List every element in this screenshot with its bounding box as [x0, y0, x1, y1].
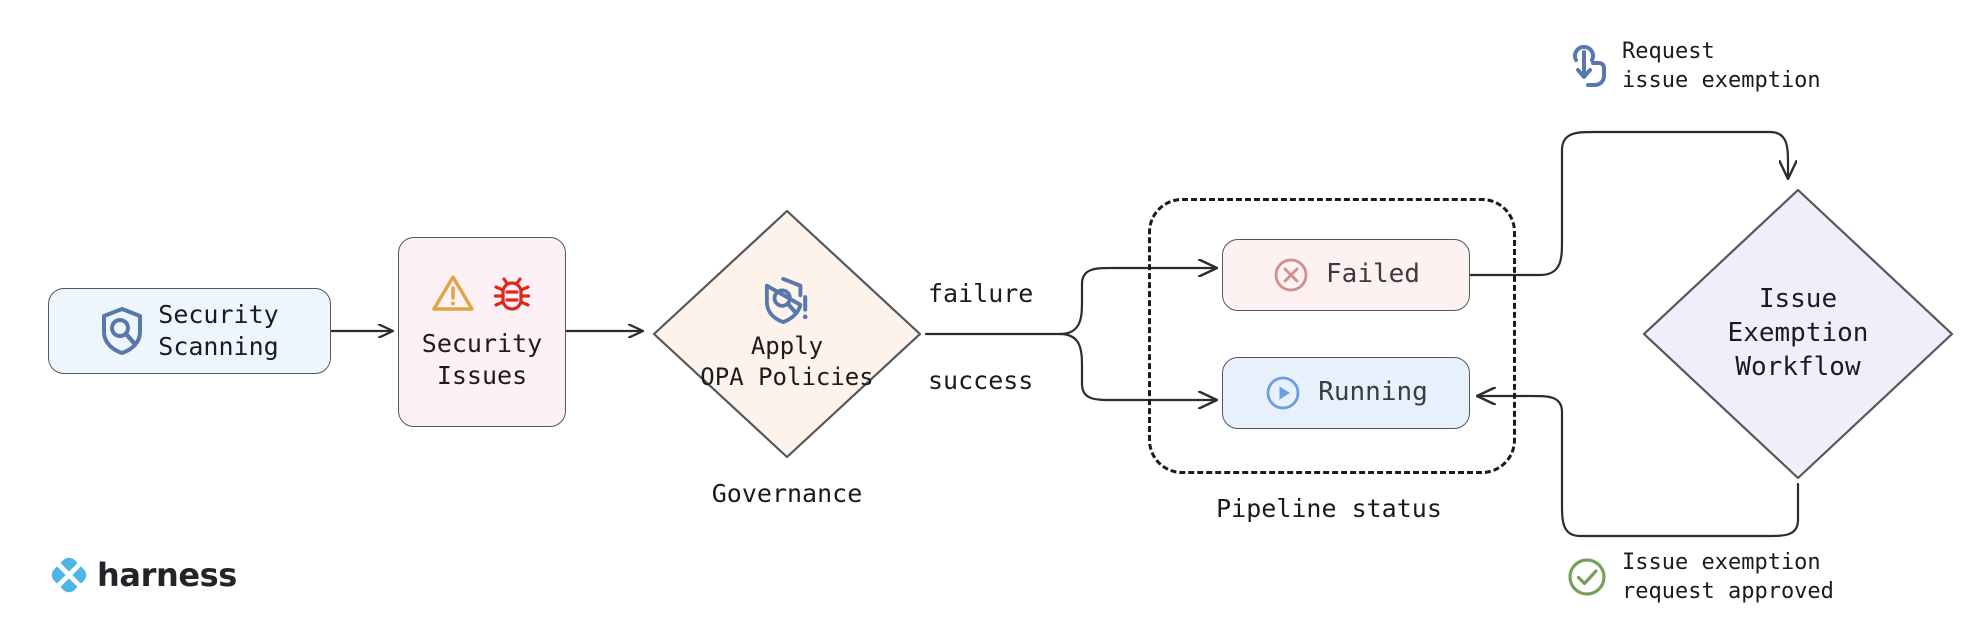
brand-logo: harness	[50, 556, 237, 594]
node-label: Running	[1318, 377, 1428, 408]
circle-play-icon	[1264, 374, 1302, 412]
node-issue-exemption-workflow[interactable]: Issue Exemption Workflow	[1638, 184, 1958, 484]
annotation-request-approved: Issue exemption request approved	[1566, 548, 1834, 606]
diamond-shape	[652, 209, 922, 459]
node-label: Issue Exemption Workflow	[1727, 284, 1869, 382]
tap-hand-icon	[1566, 43, 1608, 89]
harness-logo-icon	[50, 556, 88, 594]
node-security-issues[interactable]: Security Issues	[398, 237, 566, 427]
brand-name: harness	[97, 556, 237, 594]
warning-triangle-icon	[431, 273, 475, 313]
issue-icons	[431, 272, 533, 314]
node-label: Apply OPA Policies	[700, 331, 874, 391]
pipeline-status-group	[1148, 198, 1516, 474]
node-security-scanning[interactable]: Security Scanning	[48, 288, 331, 374]
governance-caption: Governance	[711, 479, 863, 508]
shield-search-icon	[100, 306, 144, 356]
node-label: Failed	[1326, 259, 1420, 290]
annotation-text: Issue exemption request approved	[1622, 550, 1834, 605]
diamond-shape	[1642, 188, 1954, 480]
node-label: Security Scanning	[158, 299, 279, 362]
edge-label-success: success	[928, 366, 1034, 395]
bug-icon	[491, 272, 533, 314]
node-apply-opa-policies[interactable]: Apply OPA Policies	[648, 205, 926, 463]
circle-check-icon	[1566, 556, 1608, 598]
shield-search-alert-icon	[764, 275, 810, 327]
node-status-failed[interactable]: Failed	[1222, 239, 1470, 311]
annotation-text: Request issue exemption	[1622, 39, 1821, 94]
edge-label-failure: failure	[928, 279, 1034, 308]
node-label: Security Issues	[421, 328, 543, 391]
circle-x-icon	[1272, 256, 1310, 294]
node-status-running[interactable]: Running	[1222, 357, 1470, 429]
pipeline-status-caption: Pipeline status	[1216, 494, 1442, 523]
annotation-request-exemption: Request issue exemption	[1566, 37, 1821, 95]
